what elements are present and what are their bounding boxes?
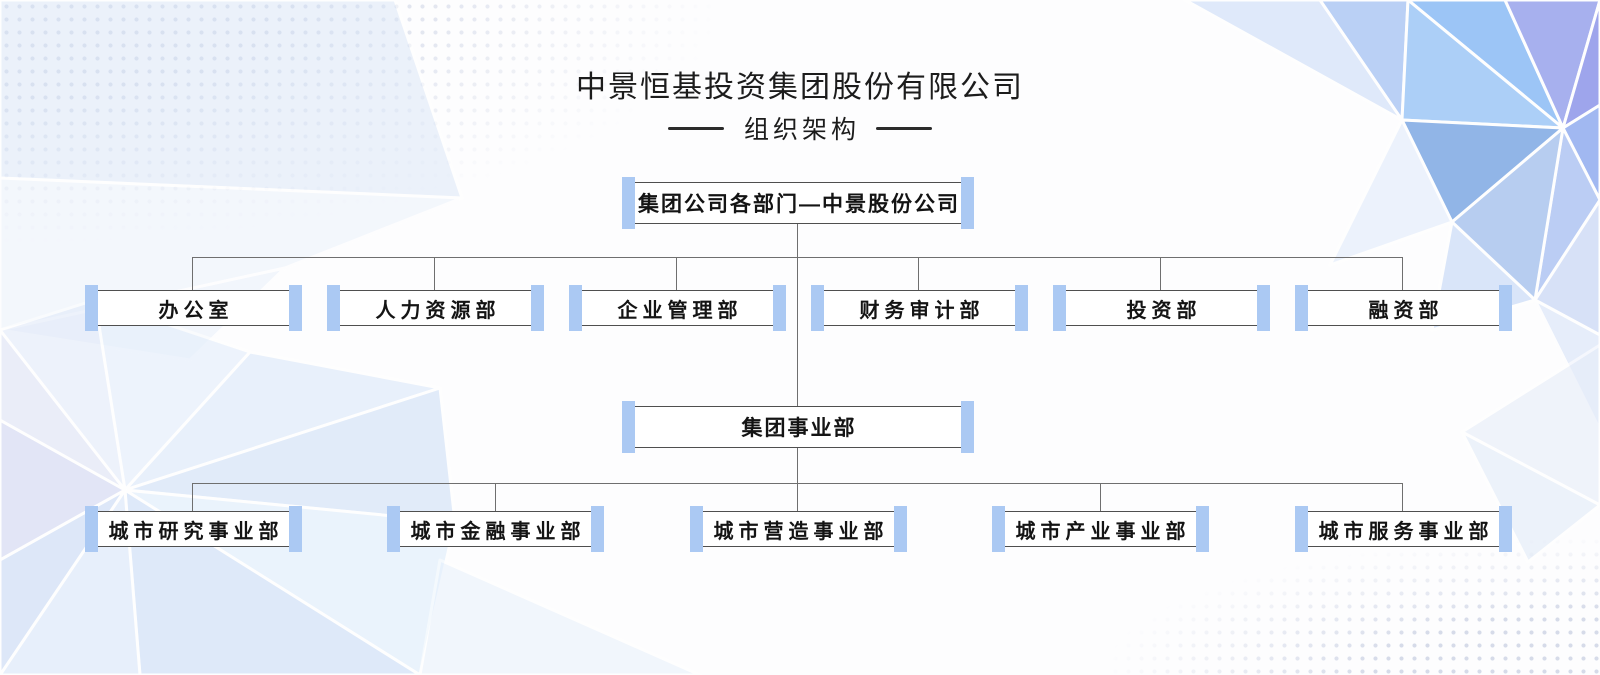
connector-drop — [1402, 257, 1403, 290]
connector-drop — [1100, 483, 1101, 511]
node-accent-bar-right — [1196, 506, 1209, 552]
connector-drop — [676, 257, 677, 290]
connector-drop — [434, 257, 435, 290]
node-accent-bar-left — [387, 506, 400, 552]
org-node-label: 城市研究事业部 — [108, 520, 284, 543]
org-node-label: 融资部 — [1368, 299, 1444, 322]
org-node-root: 集团公司各部门—中景股份公司 — [622, 177, 974, 229]
org-node-dept-office: 办公室 — [85, 285, 302, 331]
node-accent-bar-left — [1295, 285, 1308, 331]
node-accent-bar-right — [1015, 285, 1028, 331]
org-node-dept-financing: 融资部 — [1295, 285, 1512, 331]
node-accent-bar-right — [289, 506, 302, 552]
org-node-dept-hr: 人力资源部 — [327, 285, 544, 331]
node-accent-bar-right — [961, 401, 974, 453]
org-node-div-urban-research: 城市研究事业部 — [85, 506, 302, 552]
page-subtitle: 组织架构 — [0, 110, 1600, 146]
node-accent-bar-right — [1257, 285, 1270, 331]
org-node-label: 集团事业部 — [741, 417, 857, 440]
node-accent-bar-left — [1053, 285, 1066, 331]
org-node-label: 办公室 — [158, 299, 234, 322]
connector-drop — [918, 257, 919, 290]
connector-drop — [192, 483, 193, 511]
connector-drop — [192, 257, 193, 290]
node-accent-bar-right — [894, 506, 907, 552]
node-accent-bar-right — [1499, 506, 1512, 552]
connector-mid-to-rail — [797, 446, 798, 483]
org-node-div-urban-industry: 城市产业事业部 — [992, 506, 1209, 552]
connector-drop — [495, 483, 496, 511]
org-node-label: 企业管理部 — [617, 299, 743, 322]
node-accent-bar-left — [622, 401, 635, 453]
connector-root-to-mid — [797, 222, 798, 406]
node-accent-bar-right — [531, 285, 544, 331]
org-node-dept-finance-audit: 财务审计部 — [811, 285, 1028, 331]
org-node-label: 城市产业事业部 — [1015, 520, 1191, 543]
connector-drop — [1402, 483, 1403, 511]
node-accent-bar-right — [289, 285, 302, 331]
node-accent-bar-right — [773, 285, 786, 331]
org-node-label: 城市金融事业部 — [410, 520, 586, 543]
org-node-dept-investment: 投资部 — [1053, 285, 1270, 331]
node-accent-bar-left — [85, 506, 98, 552]
connector-level2-rail — [192, 257, 1403, 258]
page-title: 中景恒基投资集团股份有限公司 — [576, 71, 1024, 104]
org-node-group-division: 集团事业部 — [622, 401, 974, 453]
node-accent-bar-left — [1295, 506, 1308, 552]
subtitle-text: 组织架构 — [743, 116, 860, 144]
connector-drop — [1160, 257, 1161, 290]
org-node-dept-enterprise-mgmt: 企业管理部 — [569, 285, 786, 331]
node-accent-bar-right — [961, 177, 974, 229]
node-accent-bar-left — [85, 285, 98, 331]
node-accent-bar-left — [622, 177, 635, 229]
node-accent-bar-left — [327, 285, 340, 331]
org-node-label: 城市营造事业部 — [713, 520, 889, 543]
subtitle-dash-right — [876, 126, 932, 130]
org-node-label: 投资部 — [1126, 299, 1202, 322]
connector-drop — [797, 483, 798, 511]
node-accent-bar-right — [1499, 285, 1512, 331]
org-node-div-urban-service: 城市服务事业部 — [1295, 506, 1512, 552]
org-node-div-urban-finance: 城市金融事业部 — [387, 506, 604, 552]
node-accent-bar-left — [569, 285, 582, 331]
subtitle-dash-left — [667, 126, 724, 130]
node-accent-bar-left — [690, 506, 703, 552]
node-accent-bar-left — [992, 506, 1005, 552]
org-node-label: 人力资源部 — [375, 299, 501, 322]
org-node-label: 集团公司各部门—中景股份公司 — [638, 193, 960, 216]
halftone-dots-bottom-right — [940, 535, 1600, 675]
node-accent-bar-left — [811, 285, 824, 331]
org-node-label: 财务审计部 — [859, 299, 985, 322]
org-node-div-urban-construction: 城市营造事业部 — [690, 506, 907, 552]
org-node-label: 城市服务事业部 — [1318, 520, 1494, 543]
node-accent-bar-right — [591, 506, 604, 552]
